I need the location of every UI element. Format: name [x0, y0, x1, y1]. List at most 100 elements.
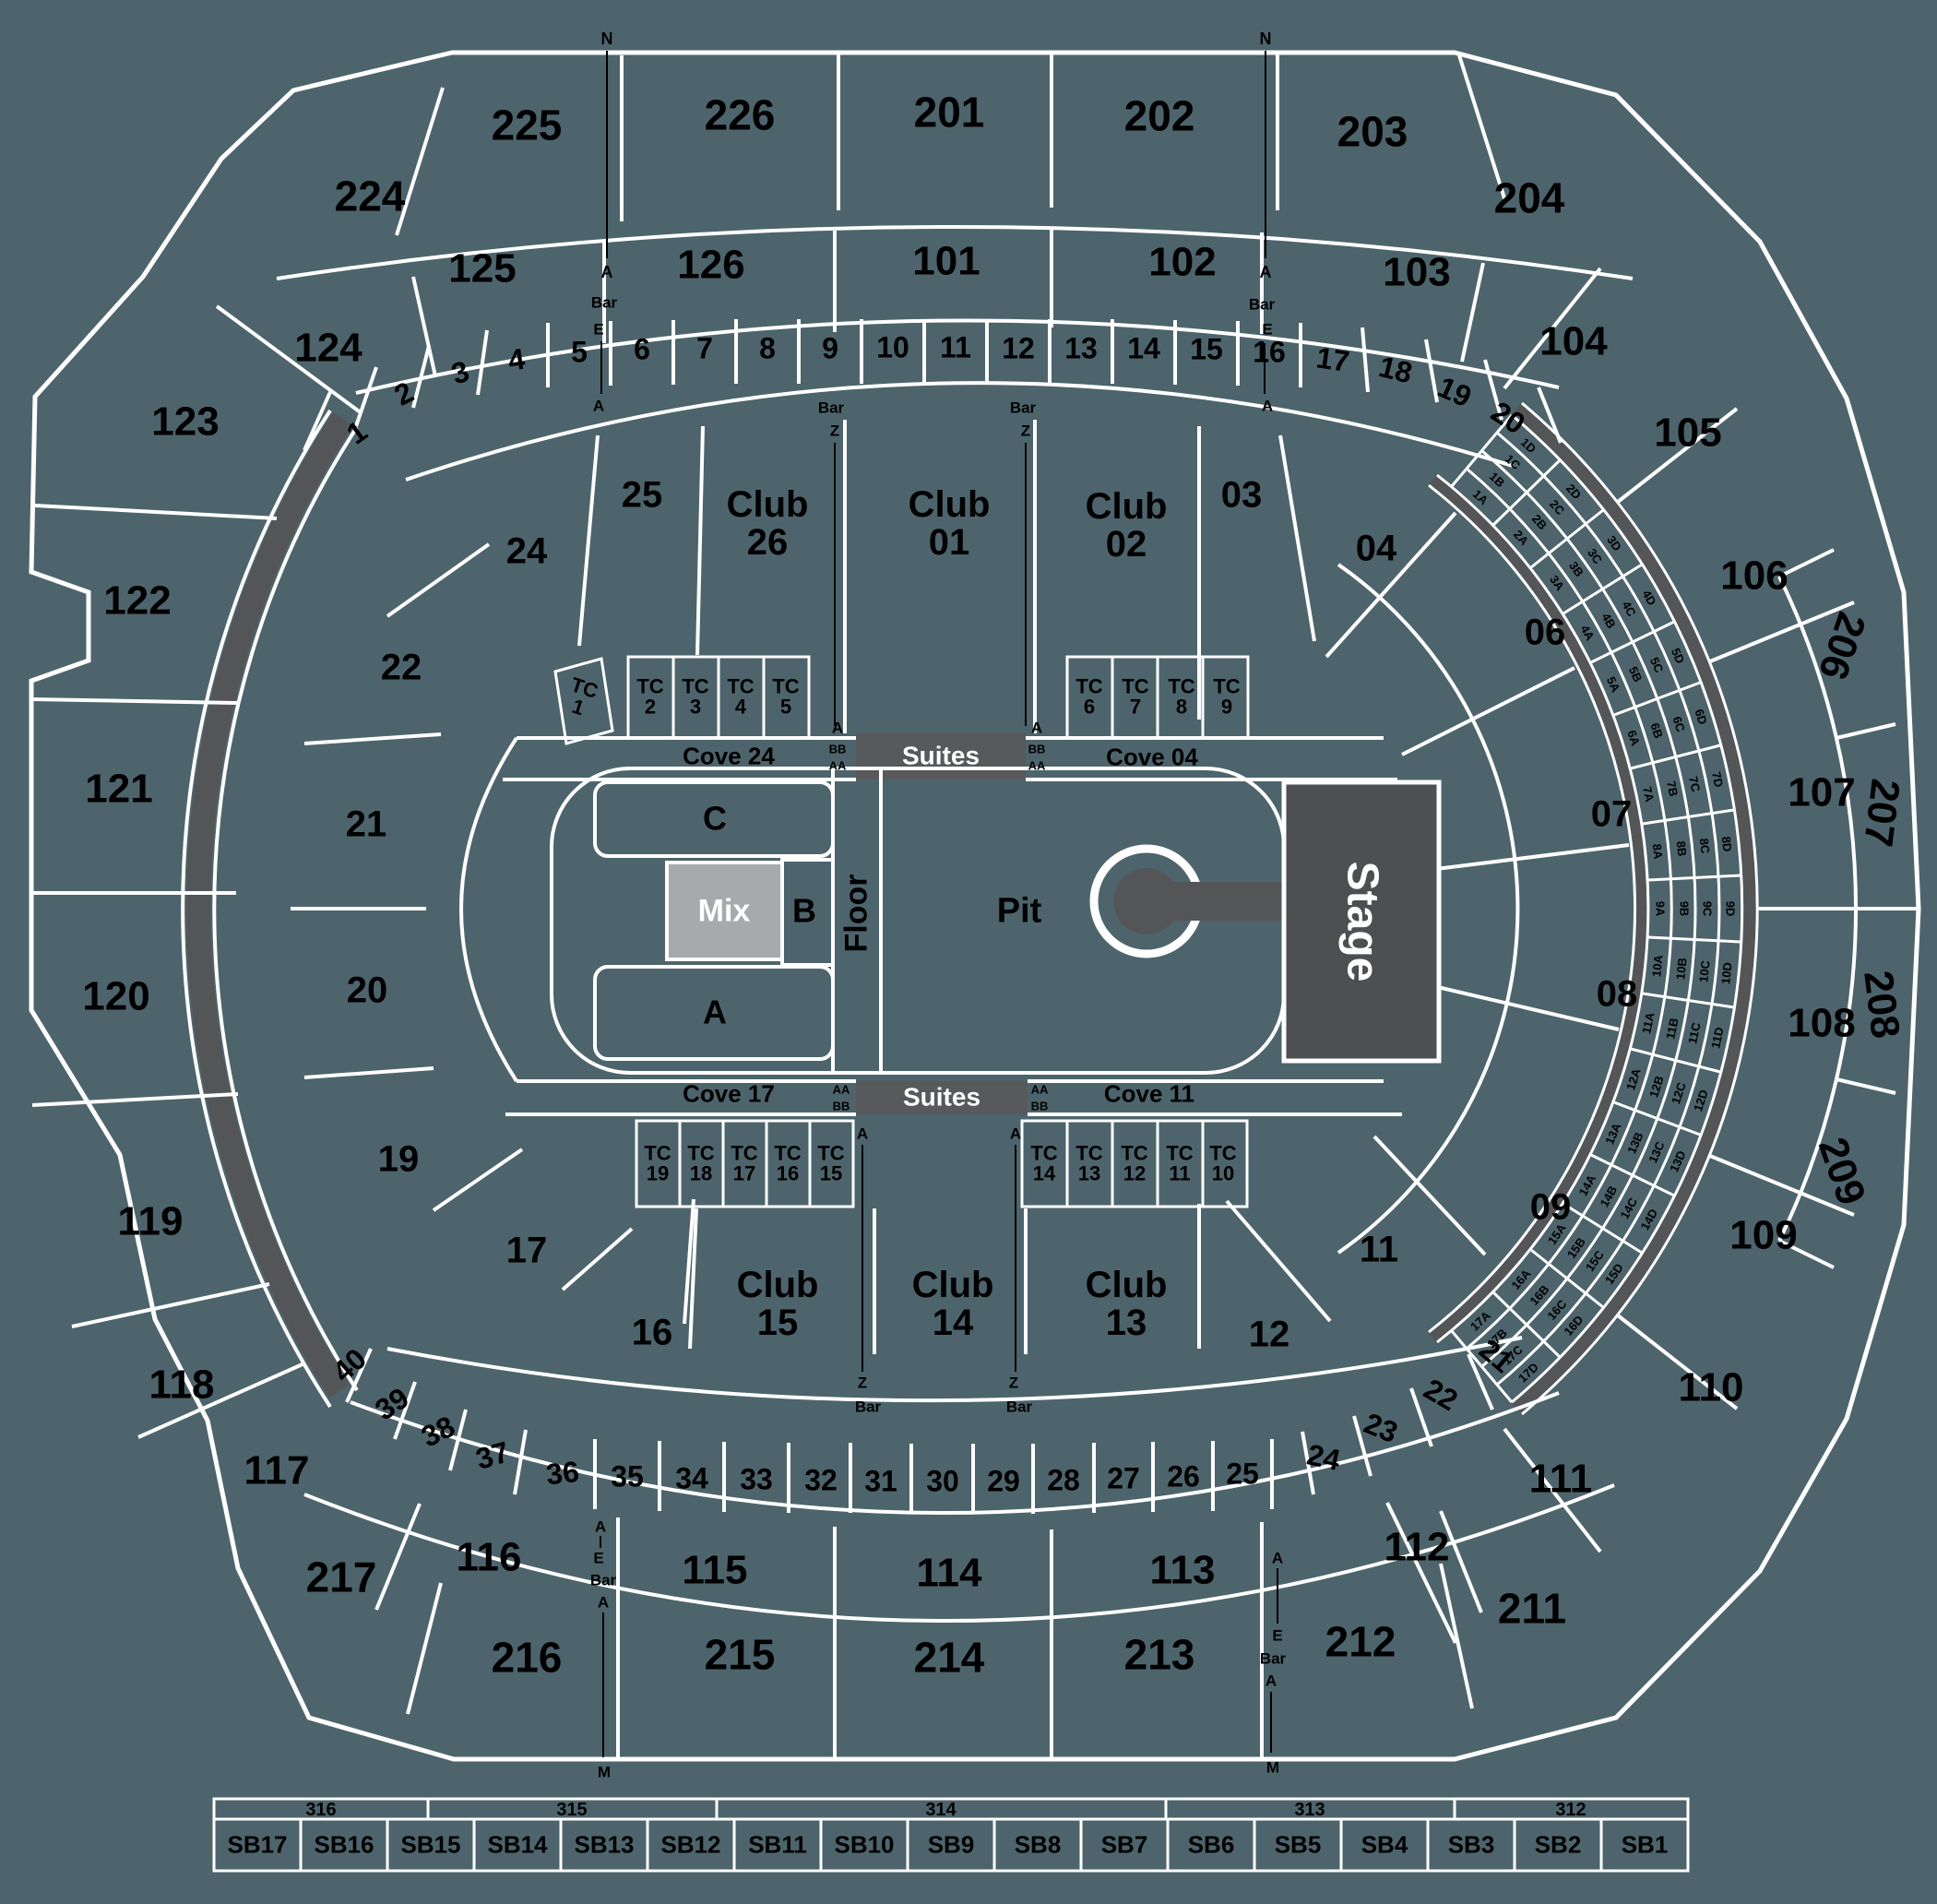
ring_top-15[interactable]: 15 [1190, 332, 1223, 366]
ring_top-7[interactable]: 7 [696, 331, 713, 365]
outer_200_sections-215[interactable]: 215 [704, 1630, 776, 1679]
inner_sections-07[interactable]: 07 [1590, 793, 1633, 835]
tc_boxes-tc-4[interactable]: TC 4 [727, 674, 755, 719]
inner_sections-11[interactable]: 11 [1359, 1229, 1399, 1270]
tc_boxes-tc-11[interactable]: TC 11 [1166, 1141, 1194, 1185]
arc_rows-8d[interactable]: 8D [1718, 835, 1735, 853]
inner_sections-03[interactable]: 03 [1220, 474, 1263, 516]
coves-cove-17[interactable]: Cove 17 [683, 1079, 775, 1108]
mid_100_sections-124[interactable]: 124 [294, 325, 362, 371]
sb_row-sb8[interactable]: SB8 [1014, 1830, 1062, 1859]
inner_sections-16[interactable]: 16 [631, 1312, 673, 1353]
outer_200_sections-203[interactable]: 203 [1337, 107, 1408, 156]
outer_200_sections-213[interactable]: 213 [1123, 1630, 1195, 1679]
mid_100_sections-108[interactable]: 108 [1788, 1000, 1856, 1046]
arc_rows-10b[interactable]: 10B [1673, 957, 1690, 981]
mid_100_sections-104[interactable]: 104 [1539, 318, 1608, 364]
inner_sections-25[interactable]: 25 [621, 474, 663, 516]
inner_sections-06[interactable]: 06 [1524, 612, 1566, 653]
sb_row-sb12[interactable]: SB12 [660, 1830, 721, 1859]
sb_row-sb15[interactable]: SB15 [400, 1830, 461, 1859]
strip_300-312[interactable]: 312 [1555, 1799, 1586, 1820]
tc_boxes-tc-14[interactable]: TC 14 [1030, 1141, 1058, 1185]
outer_200_sections-216[interactable]: 216 [491, 1633, 563, 1682]
outer_200_sections-214[interactable]: 214 [913, 1633, 985, 1682]
sb_row-sb2[interactable]: SB2 [1534, 1830, 1582, 1859]
mid_100_sections-109[interactable]: 109 [1729, 1212, 1798, 1258]
sb_row-sb11[interactable]: SB11 [748, 1830, 807, 1859]
tc_boxes-tc-13[interactable]: TC 13 [1075, 1141, 1103, 1185]
club_sections-club-15[interactable]: Club 15 [736, 1265, 819, 1343]
tc_boxes-tc-12[interactable]: TC 12 [1121, 1141, 1148, 1185]
outer_200_sections-217[interactable]: 217 [305, 1553, 377, 1601]
mid_100_sections-122[interactable]: 122 [103, 577, 172, 624]
arc_rows-9c[interactable]: 9C [1700, 900, 1715, 917]
suites-suites[interactable]: Suites [901, 741, 980, 770]
mid_100_sections-113[interactable]: 113 [1149, 1547, 1216, 1593]
inner_sections-22[interactable]: 22 [380, 647, 422, 688]
ring_bottom-26[interactable]: 26 [1167, 1459, 1200, 1493]
tc_boxes-tc-3[interactable]: TC 3 [682, 674, 709, 719]
outer_200_sections-224[interactable]: 224 [334, 172, 406, 220]
ring_bottom-34[interactable]: 34 [675, 1461, 708, 1495]
mid_100_sections-110[interactable]: 110 [1678, 1364, 1744, 1410]
mid_100_sections-115[interactable]: 115 [682, 1547, 748, 1593]
inner_sections-24[interactable]: 24 [505, 530, 548, 572]
club_sections-club-26[interactable]: Club 26 [726, 484, 809, 563]
floor_zones-floor[interactable]: Floor [838, 874, 874, 953]
ring_top-13[interactable]: 13 [1064, 331, 1098, 365]
sb_row-sb10[interactable]: SB10 [834, 1830, 895, 1859]
ring_top-10[interactable]: 10 [876, 330, 909, 364]
mid_100_sections-101[interactable]: 101 [912, 238, 980, 284]
arc_rows-8b[interactable]: 8B [1673, 839, 1690, 858]
sb_row-sb16[interactable]: SB16 [314, 1830, 374, 1859]
ring_top-17[interactable]: 17 [1313, 340, 1352, 378]
sb_row-sb17[interactable]: SB17 [227, 1830, 288, 1859]
floor_zones-pit[interactable]: Pit [996, 891, 1042, 931]
tc_boxes-tc-15[interactable]: TC 15 [817, 1141, 845, 1185]
ring_bottom-28[interactable]: 28 [1047, 1463, 1080, 1497]
outer_200_sections-212[interactable]: 212 [1325, 1617, 1396, 1666]
ring_top-8[interactable]: 8 [759, 331, 776, 365]
mid_100_sections-111[interactable]: 111 [1528, 1456, 1593, 1502]
strip_300-314[interactable]: 314 [925, 1799, 957, 1820]
mid_100_sections-105[interactable]: 105 [1654, 410, 1722, 456]
tc_boxes-tc-8[interactable]: TC 8 [1168, 674, 1195, 719]
ring_top-9[interactable]: 9 [822, 331, 838, 365]
tc_boxes-tc-16[interactable]: TC 16 [774, 1141, 802, 1185]
outer_200_sections-225[interactable]: 225 [491, 101, 563, 149]
tc_boxes-tc-10[interactable]: TC 10 [1209, 1141, 1237, 1185]
ring_bottom-27[interactable]: 27 [1107, 1461, 1140, 1495]
sb_row-sb5[interactable]: SB5 [1274, 1830, 1322, 1859]
mid_100_sections-114[interactable]: 114 [916, 1550, 982, 1596]
coves-cove-11[interactable]: Cove 11 [1103, 1079, 1195, 1108]
arc_rows-10a[interactable]: 10A [1649, 954, 1666, 978]
suites-box-bottom[interactable] [856, 1081, 1028, 1114]
inner_sections-04[interactable]: 04 [1355, 528, 1397, 569]
arc_rows-7d[interactable]: 7D [1709, 770, 1727, 789]
tc_boxes-tc-2[interactable]: TC 2 [636, 674, 664, 719]
mid_100_sections-118[interactable]: 118 [149, 1362, 215, 1408]
ring_bottom-35[interactable]: 35 [611, 1459, 644, 1493]
floor_zones-a[interactable]: A [703, 993, 727, 1031]
strip_300-315[interactable]: 315 [556, 1799, 588, 1820]
floor_zones-c[interactable]: C [703, 799, 727, 838]
club_sections-club-02[interactable]: Club 02 [1085, 486, 1168, 565]
sb_row-sb13[interactable]: SB13 [574, 1830, 635, 1859]
mid_100_sections-126[interactable]: 126 [677, 242, 745, 288]
ring_bottom-33[interactable]: 33 [740, 1462, 773, 1496]
outer_200_sections-207[interactable]: 207 [1855, 776, 1908, 850]
outer_200_sections-211[interactable]: 211 [1497, 1584, 1567, 1633]
ring_bottom-36[interactable]: 36 [544, 1454, 581, 1492]
floor_zones-mix[interactable]: Mix [697, 893, 751, 929]
tc_boxes-tc-17[interactable]: TC 17 [731, 1141, 758, 1185]
arc_rows-8a[interactable]: 8A [1649, 842, 1666, 861]
inner_sections-20[interactable]: 20 [346, 970, 388, 1011]
mid_100_sections-125[interactable]: 125 [448, 245, 517, 292]
ring_bottom-24[interactable]: 24 [1303, 1437, 1344, 1478]
tc_boxes-tc-6[interactable]: TC 6 [1075, 674, 1103, 719]
arc_rows-10c[interactable]: 10C [1696, 959, 1713, 983]
suites-box-top[interactable] [856, 733, 1026, 779]
floor_zones-b[interactable]: B [792, 891, 816, 930]
arc_rows-9b[interactable]: 9B [1677, 900, 1692, 917]
